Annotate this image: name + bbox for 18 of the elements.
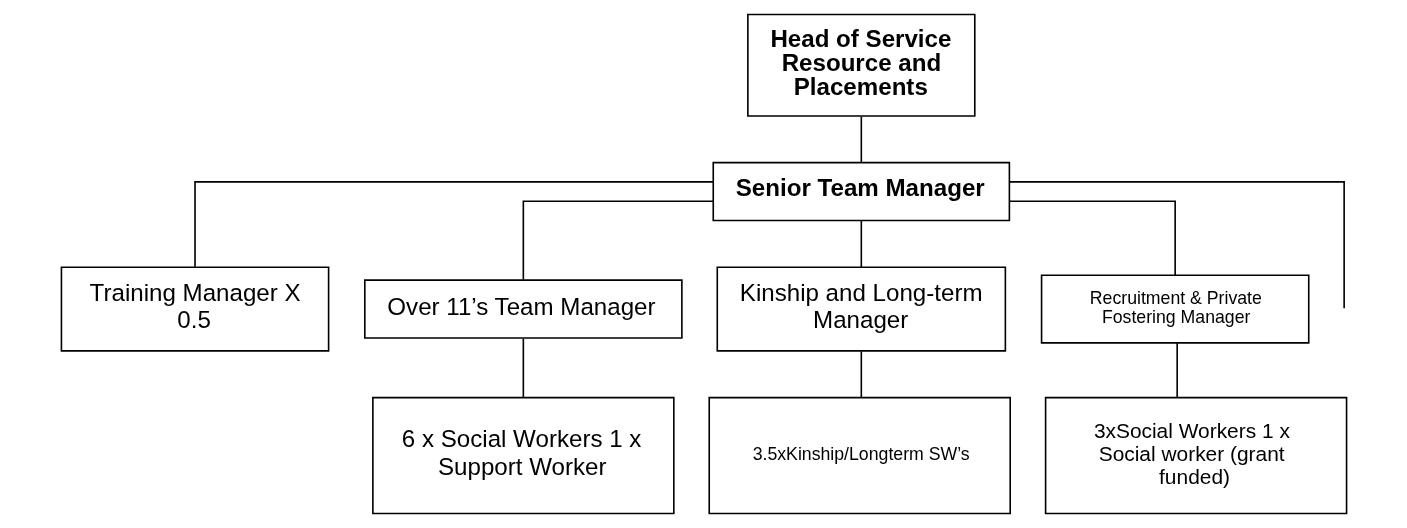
node-box: 3xSocial Workers 1 x Social worker (grant funded)	[1044, 396, 1347, 515]
node-box: Senior Team Manager	[711, 161, 1010, 222]
node-box: Over 11’s Team Manager	[363, 279, 683, 339]
node-box: 3.5xKinship/Longterm SW’s	[707, 396, 1011, 515]
node-box: Recruitment & Private Fostering Manager	[1040, 274, 1310, 344]
connector	[860, 115, 862, 164]
connector	[1008, 181, 1345, 310]
node-box: Training Manager X 0.5	[60, 266, 329, 352]
connector	[860, 350, 862, 399]
connector	[522, 337, 524, 399]
node-box: 6 x Social Workers 1 x Support Worker	[371, 396, 675, 515]
node-box: Kinship and Long-term Manager	[715, 266, 1006, 352]
connector	[860, 219, 862, 268]
connector	[1175, 342, 1178, 398]
connector	[193, 181, 714, 268]
node-box: Head of Service Resource and Placements	[746, 13, 976, 117]
connector	[522, 200, 714, 281]
connector	[1008, 200, 1176, 276]
